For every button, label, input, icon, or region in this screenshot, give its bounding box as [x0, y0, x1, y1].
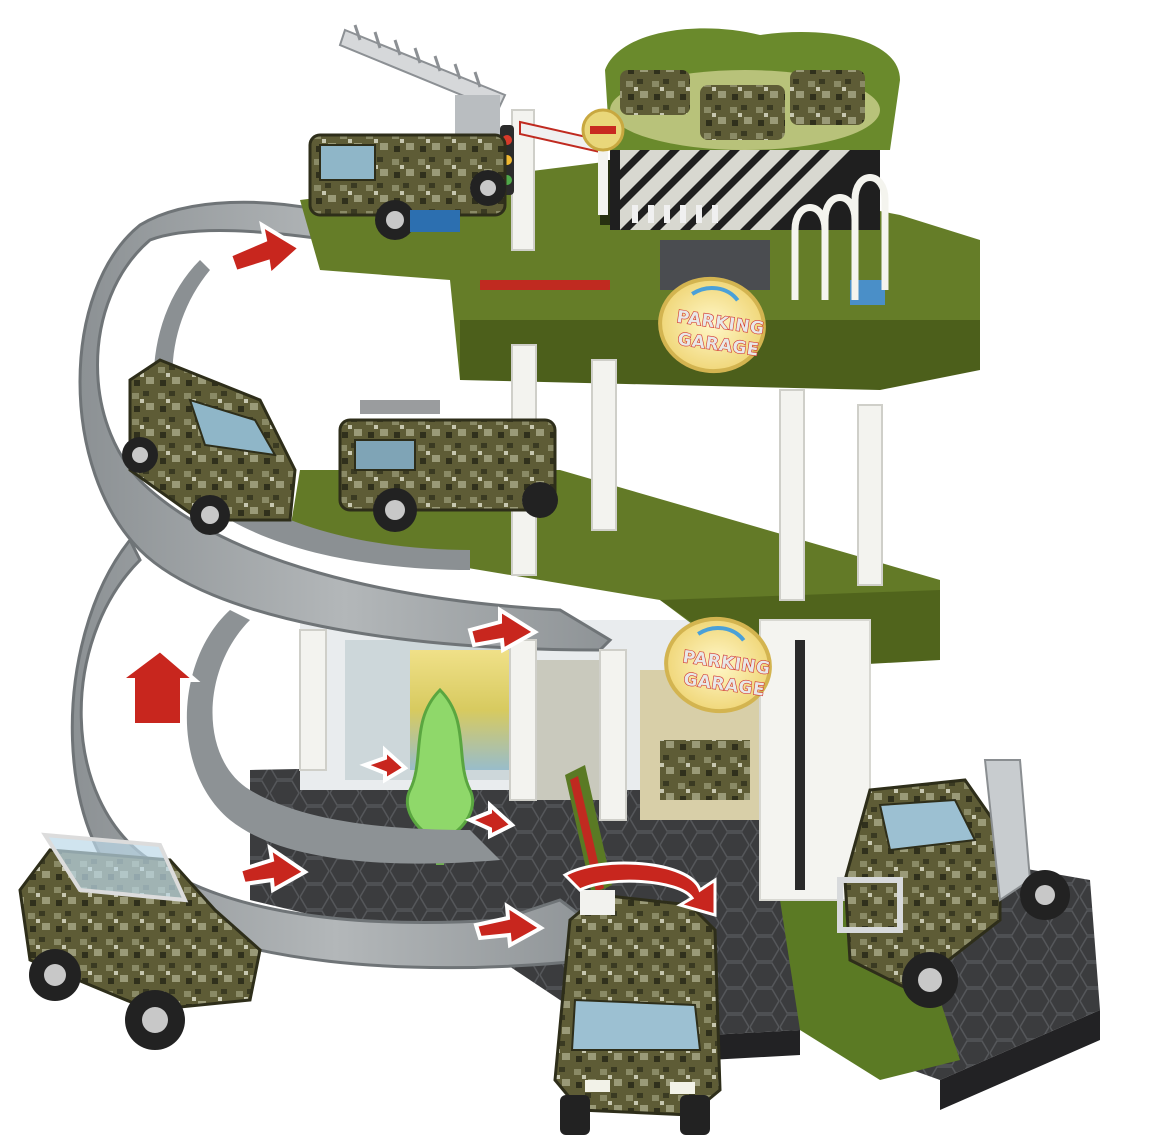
- vehicle-tow-truck: [837, 759, 1070, 1008]
- parking-sign-bottom: PARKING GARAGE: [664, 616, 772, 714]
- vehicle-armored-truck: [338, 400, 558, 532]
- vehicle-van: [553, 893, 722, 1135]
- pillars: [299, 344, 883, 821]
- crane-ladder: [338, 24, 507, 140]
- fence-arch: [791, 174, 889, 300]
- vehicle-crane-truck: [308, 133, 507, 240]
- vehicle-suv: [122, 358, 297, 535]
- turn-arrow: [562, 861, 717, 917]
- parking-sign-top: PARKING GARAGE: [658, 276, 766, 374]
- crosswalk: [632, 205, 718, 223]
- ramp-arrows: [114, 220, 545, 949]
- middle-deck: [290, 470, 940, 901]
- vehicle-jeep: [18, 832, 262, 1050]
- lower-barrier: [565, 765, 615, 915]
- rooftop-billboard: [605, 28, 900, 150]
